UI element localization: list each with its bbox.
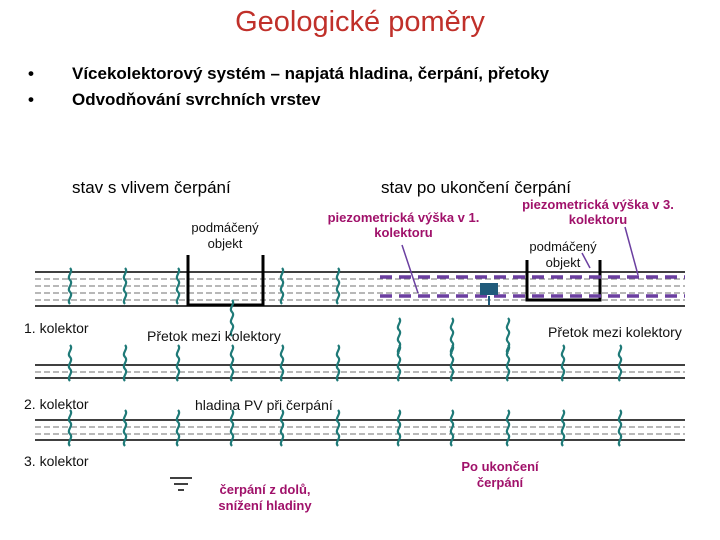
bullet-text-1: Vícekolektorový systém – napjatá hladina…	[72, 64, 550, 83]
bullet-1: • Vícekolektorový systém – napjatá hladin…	[28, 64, 549, 84]
hladina-label: hladina PV při čerpání	[195, 397, 333, 413]
bullet-text-2: Odvodňování svrchních vrstev	[72, 90, 321, 109]
kolektor-2-layer	[35, 364, 685, 379]
wet-object-left-label: podmáčený objekt	[180, 220, 270, 252]
kolektor-3-layer	[35, 419, 685, 441]
bullet-dot: •	[28, 90, 34, 109]
waves-layer-2	[67, 343, 623, 383]
left-heading: stav s vlivem čerpání	[72, 178, 231, 197]
wet-object-right-label: podmáčený objekt	[518, 239, 608, 271]
bullet-dot: •	[28, 64, 34, 83]
waves-layer-1	[67, 266, 511, 356]
pretok-left-label: Přetok mezi kolektory	[147, 328, 281, 344]
wet-object-left	[186, 255, 265, 307]
po-ukonceni-label: Po ukončení čerpání	[461, 459, 539, 490]
kolektor-2-label: 2. kolektor	[24, 396, 89, 412]
pointer-wet-object	[581, 252, 591, 269]
piezo-3-label: piezometrická výška v 3. kolektoru	[522, 197, 674, 227]
wet-object-right-line-1: podmáčený	[529, 239, 597, 254]
water-level-icon	[170, 477, 192, 491]
right-heading: stav po ukončení čerpání	[381, 178, 571, 197]
wet-object-right-line-2: objekt	[545, 255, 581, 270]
pointer-piezo-3	[624, 226, 639, 276]
wet-object-left-line-2: objekt	[207, 236, 243, 251]
bullet-2: • Odvodňování svrchních vrstev	[28, 90, 320, 110]
page-title: Geologické poměry	[235, 6, 485, 38]
pump-symbol	[480, 283, 498, 305]
cerpani-label: čerpání z dolů, snížení hladiny	[218, 482, 312, 513]
kolektor-1-label: 1. kolektor	[24, 320, 89, 336]
pointer-piezo-1	[401, 244, 419, 294]
wet-object-right	[525, 260, 602, 302]
wet-object-left-line-1: podmáčený	[191, 220, 259, 235]
pretok-right-label: Přetok mezi kolektory	[548, 324, 682, 340]
kolektor-3-label: 3. kolektor	[24, 453, 89, 469]
piezo-1-label: piezometrická výška v 1. kolektoru	[327, 210, 480, 240]
